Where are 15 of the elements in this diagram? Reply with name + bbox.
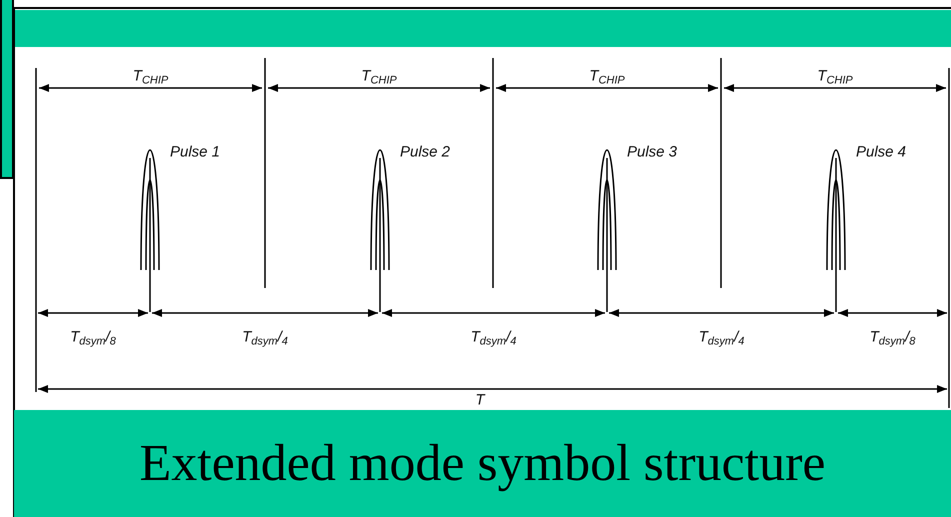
- pulse-label: Pulse 3: [626, 144, 678, 160]
- duration-label: T$_{dsym}$/$_{4}$: [698, 328, 744, 348]
- duration-label: T$_{CHIP}$: [589, 68, 625, 86]
- pulse-label: Pulse 1: [170, 144, 220, 160]
- duration-label: T$_{dsym}$/$_{8}$: [70, 328, 116, 348]
- duration-label: T$_{CHIP}$: [817, 68, 853, 86]
- duration-label: T$_{dsym}$/$_{4}$: [242, 328, 288, 348]
- duration-label: T$_{dsym}$/$_{4}$: [470, 328, 516, 348]
- duration-label: T$_{CHIP}$: [132, 68, 168, 86]
- pulse-label: Pulse 2: [400, 144, 450, 160]
- duration-label: T: [475, 392, 485, 408]
- duration-label: T$_{CHIP}$: [361, 68, 397, 86]
- duration-label: T$_{dsym}$/$_{8}$: [870, 328, 916, 348]
- pulse-label: Pulse 4: [856, 144, 906, 160]
- slide-title: Extended mode symbol structure: [14, 410, 951, 517]
